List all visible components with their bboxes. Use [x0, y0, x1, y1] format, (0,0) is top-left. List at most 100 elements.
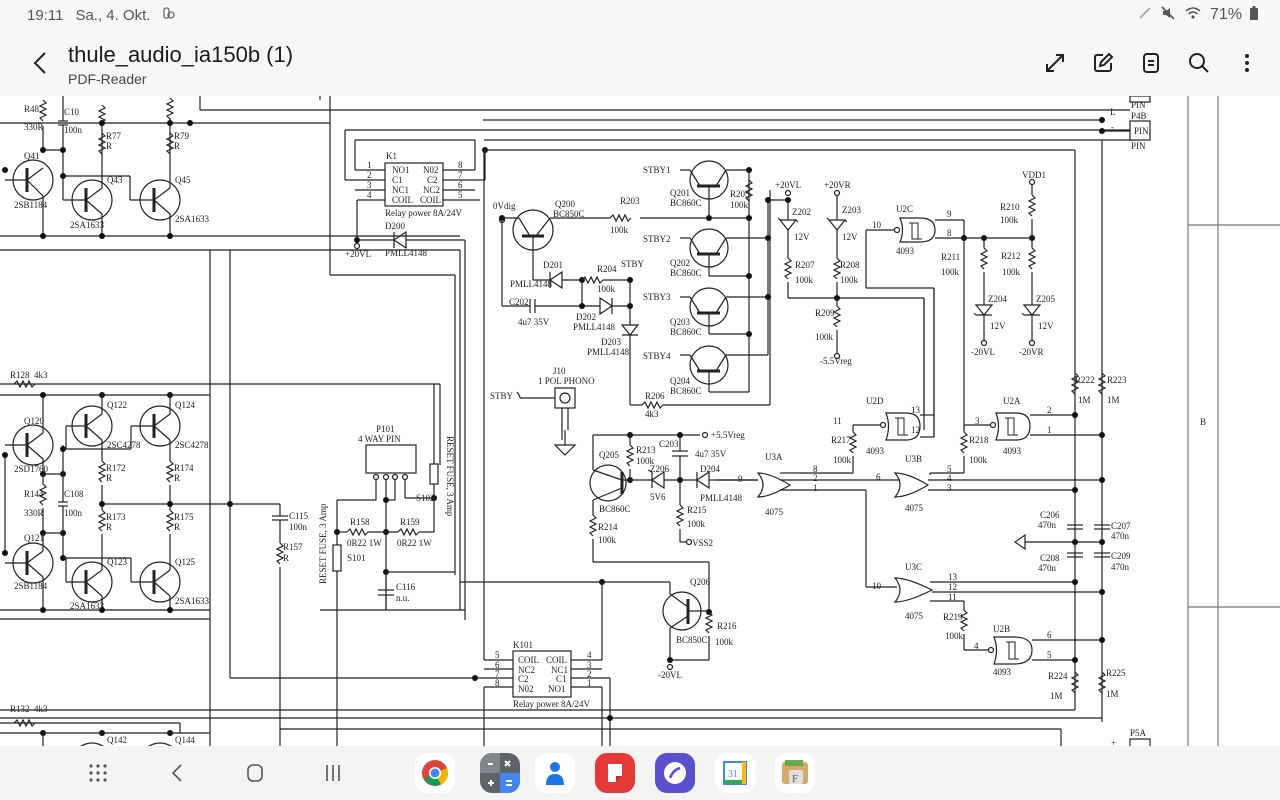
dock-app-internet[interactable]: [655, 753, 695, 793]
dock-app-chrome[interactable]: [415, 753, 455, 793]
notification-icon: [162, 6, 176, 24]
label-r207-value: 100k: [795, 275, 814, 285]
app-name: PDF-Reader: [68, 71, 147, 87]
label-vdd1: VDD1: [1022, 170, 1046, 180]
label-r223: R223: [1107, 375, 1127, 385]
label-q122-type: 2SC4278: [107, 440, 141, 450]
label-d203: D203: [601, 337, 621, 347]
apps-grid-icon: [89, 764, 107, 782]
k1-c2: C2: [427, 175, 438, 185]
label-r158-value: 0R22 1W: [347, 538, 382, 548]
label-k101: K101: [513, 640, 533, 650]
label-dash: -: [1111, 122, 1114, 132]
home-icon: [247, 764, 263, 782]
expand-button[interactable]: [1042, 48, 1068, 78]
label-m20vl-2: -20VL: [658, 670, 682, 680]
navigation-bar: 31 F: [0, 746, 1280, 800]
label-r216: R216: [717, 621, 737, 631]
label-c209-value: 470n: [1111, 562, 1130, 572]
home-button[interactable]: [240, 758, 270, 788]
label-u3c-pin11: 11: [948, 592, 957, 602]
label-r207: R207: [795, 260, 815, 270]
label-u2a-pin3: 3: [975, 416, 980, 426]
label-r213: R213: [636, 445, 656, 455]
label-r128-value: 4k3: [34, 370, 48, 380]
label-c203-value: 4u7 35V: [695, 449, 727, 459]
k1-pin3: 3: [367, 180, 372, 190]
label-u3a: U3A: [765, 452, 783, 462]
label-stby-node: STBY: [621, 259, 645, 269]
label-q204: Q204: [670, 376, 690, 386]
label-u3a-pin2: 2: [813, 473, 818, 483]
dock-app-calendar[interactable]: 31: [715, 753, 755, 793]
label-stby3: STBY3: [643, 292, 671, 302]
k101-pin7: 7: [495, 669, 500, 679]
label-0vdig: 0Vdig: [493, 201, 516, 211]
recents-button[interactable]: [318, 758, 348, 788]
label-plus: +: [1111, 738, 1116, 746]
label-c207-value: 470n: [1111, 531, 1130, 541]
label-q206: Q206: [690, 577, 710, 587]
calculator-icon: [480, 753, 520, 793]
k1-pin2: 2: [367, 170, 372, 180]
label-stby1: STBY1: [643, 165, 671, 175]
label-u2a-type: 4093: [1003, 446, 1022, 456]
page-view-button[interactable]: [1138, 48, 1164, 78]
nav-back-button[interactable]: [163, 758, 193, 788]
label-b: B: [1200, 417, 1206, 427]
k101-pin2: 2: [587, 669, 592, 679]
label-p101: P101: [376, 424, 395, 434]
label-q123: Q123: [107, 557, 127, 567]
label-r216-value: 100k: [715, 637, 734, 647]
label-r48-value: 330R: [24, 122, 44, 132]
edit-button[interactable]: [1090, 48, 1116, 78]
more-icon: [1245, 54, 1249, 72]
label-r225: R225: [1106, 668, 1126, 678]
label-u3b-pin6: 6: [876, 472, 881, 482]
label-d203-type: PMLL4148: [587, 347, 630, 357]
label-q120: Q120: [24, 416, 44, 426]
battery-level: 71%: [1209, 6, 1242, 23]
label-r157: R157: [283, 542, 303, 552]
pdf-page-view[interactable]: B R48 330R C10 100n R77 R R79 R: [0, 96, 1280, 746]
page-view-icon: [1143, 53, 1159, 73]
label-l: L: [1110, 107, 1116, 117]
back-button[interactable]: [26, 48, 56, 78]
k1-pin4: 4: [367, 190, 372, 200]
apps-grid-button[interactable]: [83, 758, 113, 788]
k1-pin5: 5: [458, 190, 463, 200]
label-r173: R173: [106, 512, 126, 522]
label-u3c-type: 4075: [905, 611, 924, 621]
dock-app-calculator[interactable]: [480, 753, 520, 793]
label-r159: R159: [400, 517, 420, 527]
k101-no2: N02: [518, 684, 534, 694]
label-r215: R215: [687, 505, 707, 515]
k1-pin8: 8: [458, 160, 463, 170]
k101-pin8: 8: [495, 678, 500, 688]
dock-app-files[interactable]: F: [775, 753, 815, 793]
label-u3c-pin10: 10: [872, 581, 882, 591]
label-r203: R203: [620, 196, 640, 206]
dock-app-notes[interactable]: [595, 753, 635, 793]
label-c206: C206: [1040, 510, 1060, 520]
label-r175-value: R: [174, 522, 180, 532]
label-reset-fuse-s101: RESET FUSE, 3 Amp: [318, 503, 328, 584]
label-k1: K1: [386, 151, 397, 161]
label-r214: R214: [598, 522, 618, 532]
label-r173-value: R: [106, 522, 112, 532]
label-reset-fuse-s102: RESET FUSE, 3 Amp: [445, 436, 455, 517]
label-u2c-pin9: 9: [947, 209, 952, 219]
k101-nc2: NC2: [518, 665, 535, 675]
label-u3a-type: 4075: [765, 507, 784, 517]
label-z203: Z203: [842, 205, 861, 215]
search-button[interactable]: [1186, 48, 1212, 78]
dock-app-contacts[interactable]: [535, 753, 575, 793]
calendar-day: 31: [728, 769, 738, 780]
label-r132: R132: [10, 704, 30, 714]
label-u2c-pin10: 10: [872, 220, 882, 230]
more-options-button[interactable]: [1234, 48, 1260, 78]
label-p5a: P5A: [1130, 728, 1147, 738]
label-s102: S102: [416, 493, 435, 503]
expand-icon: [1046, 54, 1064, 72]
label-u2b-pin5: 5: [1047, 650, 1052, 660]
